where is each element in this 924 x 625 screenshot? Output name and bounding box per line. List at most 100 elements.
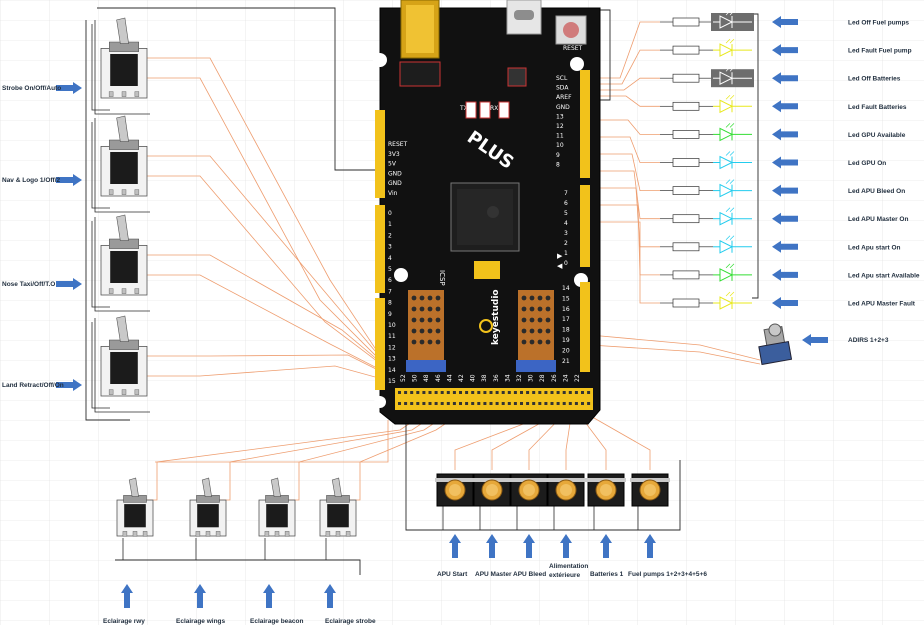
header-pin bbox=[532, 391, 536, 394]
toggle-body bbox=[124, 504, 146, 528]
analog-pin-label: 3 bbox=[388, 244, 392, 251]
header-pin bbox=[435, 317, 441, 323]
resistor bbox=[672, 45, 700, 55]
header-pin bbox=[537, 295, 543, 301]
comm-pin-label: 16 bbox=[562, 306, 570, 313]
digital-pin-label: 7 bbox=[564, 190, 568, 197]
adirs-body bbox=[758, 340, 793, 366]
toggle-terminal bbox=[121, 288, 127, 294]
digital-pin-label: 11 bbox=[556, 133, 564, 140]
header-pin bbox=[521, 328, 527, 334]
button-label: APU Start bbox=[437, 571, 468, 578]
header-pin bbox=[520, 391, 523, 394]
resistor bbox=[672, 214, 700, 224]
toggle-terminal bbox=[134, 91, 140, 97]
toggle-lever-icon bbox=[116, 115, 129, 142]
bottom-pin-label: 26 bbox=[551, 374, 558, 382]
header-pin bbox=[545, 339, 551, 345]
digital-pin-label: 6 bbox=[564, 200, 568, 207]
digital-pin-label: 3 bbox=[564, 230, 568, 237]
led-label: Led Fault Batteries bbox=[848, 104, 907, 111]
left-toggle-label: Nose Taxi/Off/T.O bbox=[2, 281, 55, 288]
brand-gear-icon bbox=[479, 319, 493, 333]
adirs-knob-icon bbox=[768, 323, 782, 337]
header-pin bbox=[537, 328, 543, 334]
toggle-lever-icon bbox=[116, 214, 129, 241]
bottom-pin-label: 24 bbox=[562, 374, 569, 382]
header-pin bbox=[568, 391, 572, 394]
led-light-ray bbox=[729, 235, 735, 241]
up-arrow-icon bbox=[449, 534, 461, 558]
header-pin bbox=[411, 328, 417, 334]
header-pin bbox=[521, 317, 527, 323]
digital-pin-label: GND bbox=[556, 104, 570, 111]
toggle-terminal bbox=[134, 389, 140, 395]
wire-black bbox=[91, 221, 110, 308]
header-cluster bbox=[408, 290, 444, 360]
header-pin bbox=[587, 391, 591, 394]
wire-orange bbox=[147, 57, 405, 393]
header-pin bbox=[521, 295, 527, 301]
bottom-pin-label: 30 bbox=[528, 374, 535, 382]
button-label: APU Master bbox=[475, 571, 512, 578]
led-light-ray bbox=[725, 38, 731, 44]
bottom-pin-label: 22 bbox=[574, 374, 581, 382]
header-pin bbox=[422, 402, 426, 405]
header-pin bbox=[419, 306, 425, 312]
header-pin bbox=[544, 402, 548, 405]
push-button bbox=[630, 473, 670, 507]
up-arrow-icon bbox=[560, 534, 572, 558]
left-arrow-icon bbox=[772, 268, 798, 281]
tx-arrow-icon: ▶ bbox=[557, 252, 563, 260]
toggle-lever-icon bbox=[116, 315, 129, 342]
left-arrow-icon bbox=[772, 156, 798, 169]
header-pin bbox=[477, 402, 481, 405]
header-pin bbox=[411, 339, 417, 345]
adirs-label: ADIRS 1+2+3 bbox=[848, 337, 889, 344]
toggle-terminal bbox=[121, 189, 127, 195]
toggle-terminal bbox=[274, 531, 280, 537]
toggle-terminal bbox=[215, 531, 221, 537]
header-pin bbox=[471, 391, 475, 394]
resistor bbox=[672, 101, 700, 111]
toggle-body bbox=[266, 504, 288, 528]
header-pin bbox=[532, 402, 536, 405]
header-pin bbox=[495, 402, 499, 405]
header-pin bbox=[398, 391, 401, 394]
header-pin bbox=[501, 391, 505, 394]
led-assembly bbox=[660, 123, 752, 142]
arduino-mega-board: RESET PLUS TX RX ICSP keyestudio ▶ ◀ RES… bbox=[373, 0, 601, 425]
led-label: Led APU Bleed On bbox=[848, 188, 905, 195]
led-light-ray bbox=[729, 95, 735, 100]
push-button bbox=[546, 473, 586, 507]
led-light-ray bbox=[725, 95, 731, 100]
led-light-ray bbox=[729, 263, 735, 269]
left-arrow-icon bbox=[772, 297, 798, 309]
header-cluster-base bbox=[406, 360, 446, 372]
header-digital-mid bbox=[580, 185, 590, 267]
header-pin bbox=[574, 402, 578, 405]
header-pin bbox=[446, 391, 450, 394]
left-toggle-switch bbox=[100, 315, 148, 397]
button-label: extérieure bbox=[549, 572, 580, 579]
digital-pin-label: AREF bbox=[556, 94, 572, 101]
led-light-ray bbox=[729, 38, 735, 44]
bottom-pin-label: 36 bbox=[493, 374, 500, 382]
wire-orange bbox=[147, 175, 419, 393]
wire-black bbox=[94, 217, 150, 312]
brand-label: keyestudio bbox=[491, 289, 501, 345]
usb-controller-chip bbox=[507, 67, 527, 87]
header-pin bbox=[507, 402, 511, 405]
toggle-body bbox=[110, 54, 138, 86]
toggle-terminal bbox=[345, 531, 351, 537]
indicator-arrows bbox=[56, 82, 656, 608]
header-pin bbox=[550, 402, 554, 405]
analog-pin-label: 11 bbox=[388, 333, 396, 340]
bottom-pin-label: 40 bbox=[470, 374, 477, 382]
digital-pin-label: SDA bbox=[556, 85, 569, 92]
header-pin bbox=[465, 391, 469, 394]
header-pin bbox=[537, 306, 543, 312]
header-pin bbox=[513, 402, 517, 405]
analog-pin-label: 12 bbox=[388, 344, 396, 351]
